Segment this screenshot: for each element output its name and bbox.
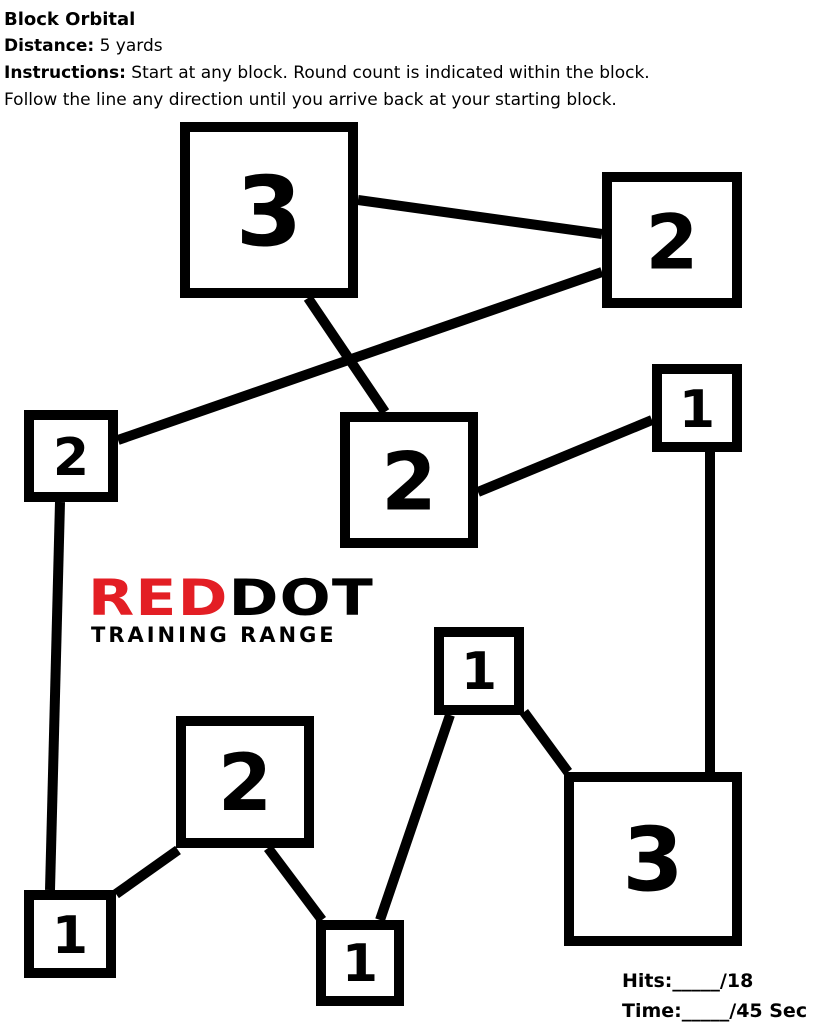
block-box [602,172,742,308]
time-field: Time:_____/45 Sec [622,1000,808,1022]
block-round-count: 2 [381,436,437,529]
instructions-text-1: Start at any block. Round count is indic… [131,63,650,83]
block-box [24,410,118,502]
distance-value: 5 yards [99,36,163,56]
connector-line [476,415,654,497]
connector-line [375,713,455,922]
block-round-count: 3 [622,809,683,912]
block-box [176,716,314,848]
block-box [434,627,524,715]
blocks [24,122,742,1006]
drill-header: Block Orbital Distance: 5 yards Instruct… [4,6,650,114]
block-box [24,890,116,978]
block-round-count: 2 [646,198,699,287]
block-box [564,772,742,946]
reddot-logo: REDDOT TRAINING RANGE [88,573,404,648]
logo-black-part: DOT [228,569,374,627]
block-round-count: 1 [52,906,88,966]
instructions-label: Instructions: [4,63,126,83]
block-box [316,920,404,1006]
connector-line [264,845,326,923]
block-box [180,122,358,298]
logo-wordmark: REDDOT [88,573,467,623]
block-box [340,412,478,548]
connector-line [116,267,604,445]
connector-line [357,195,603,239]
logo-red-part: RED [88,569,229,627]
distance-line: Distance: 5 yards [4,33,650,60]
logo-subtitle: TRAINING RANGE [91,623,337,647]
block-round-count: 3 [236,156,303,268]
connector-line [303,295,390,415]
drill-title: Block Orbital [4,9,136,30]
block-round-count: 1 [679,380,715,440]
instructions-text-2: Follow the line any direction until you … [4,90,617,110]
block-box [652,364,742,452]
instructions-line: Instructions: Start at any block. Round … [4,60,650,87]
block-round-count: 1 [342,934,378,994]
hits-field: Hits:_____/18 [622,970,754,992]
connector-line [113,845,181,899]
connector-line [45,501,65,891]
connector-lines [45,195,715,923]
block-round-count: 2 [53,428,89,488]
block-round-count: 1 [461,642,497,702]
block-round-count: 2 [218,739,272,829]
score-box: Hits:_____/18 Time:_____/45 Sec [622,966,807,1026]
connector-line [519,709,573,775]
distance-label: Distance: [4,36,95,56]
